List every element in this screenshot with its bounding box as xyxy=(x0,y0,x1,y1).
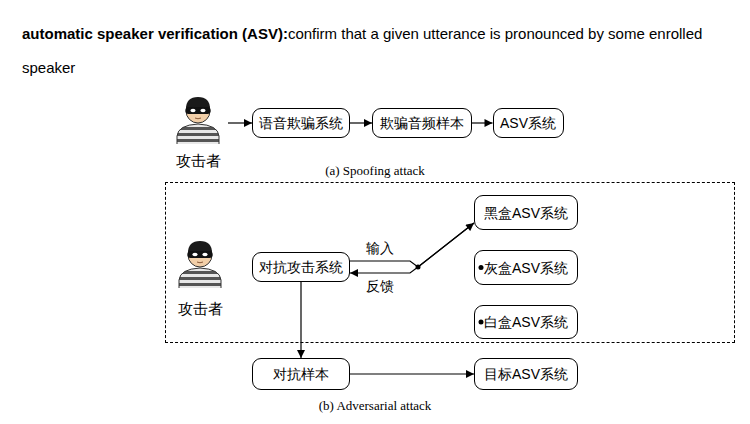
connector-arrow xyxy=(300,282,301,358)
attacker-figure: 攻击者 xyxy=(170,234,230,318)
edge-label: 反馈 xyxy=(364,277,396,295)
process-box: 白盒ASV系统 xyxy=(474,305,578,339)
dashed-group-frame: 攻击者 对抗攻击系统 黑盒ASV系统灰盒ASV系统白盒ASV系统 xyxy=(165,182,735,343)
node-label: 白盒ASV系统 xyxy=(484,313,568,331)
node-label: 对抗样本 xyxy=(273,365,329,383)
switch-dot xyxy=(416,265,421,270)
edge-label: 输入 xyxy=(364,239,396,257)
attacker-icon xyxy=(173,97,223,144)
node-label: 攻击者 xyxy=(178,300,223,318)
node-label: 语音欺骗系统 xyxy=(259,114,343,132)
title-text: automatic speaker verification (ASV): xyxy=(22,25,288,42)
node-label: 目标ASV系统 xyxy=(484,365,568,383)
connector-arrow xyxy=(350,223,474,273)
process-box: 对抗攻击系统 xyxy=(252,252,350,282)
attacker-icon xyxy=(175,241,225,288)
connector-arrow xyxy=(228,122,252,123)
connector-arrow xyxy=(472,122,493,123)
node-label: 黑盒ASV系统 xyxy=(484,204,568,222)
process-box: 对抗样本 xyxy=(252,358,350,390)
process-box: 灰盒ASV系统 xyxy=(474,250,578,285)
node-label: 对抗攻击系统 xyxy=(259,258,343,276)
connector-arrow xyxy=(350,223,474,267)
title-block: automatic speaker verification (ASV):con… xyxy=(22,17,740,85)
node-label: ASV系统 xyxy=(500,114,556,132)
process-box: ASV系统 xyxy=(493,108,564,138)
process-box: 黑盒ASV系统 xyxy=(474,195,578,230)
process-box: 欺骗音频样本 xyxy=(372,108,472,138)
node-label: 灰盒ASV系统 xyxy=(484,259,568,277)
subfigure-caption: (a) Spoofing attack xyxy=(325,163,425,179)
node-label: 欺骗音频样本 xyxy=(380,114,464,132)
process-box: 目标ASV系统 xyxy=(474,358,578,390)
process-box: 语音欺骗系统 xyxy=(252,108,350,138)
node-label: 攻击者 xyxy=(176,152,221,170)
attacker-figure: 攻击者 xyxy=(168,90,228,170)
subfigure-caption: (b) Adversarial attack xyxy=(319,398,432,414)
connector-arrow xyxy=(350,122,372,123)
connector-arrow xyxy=(350,373,474,374)
